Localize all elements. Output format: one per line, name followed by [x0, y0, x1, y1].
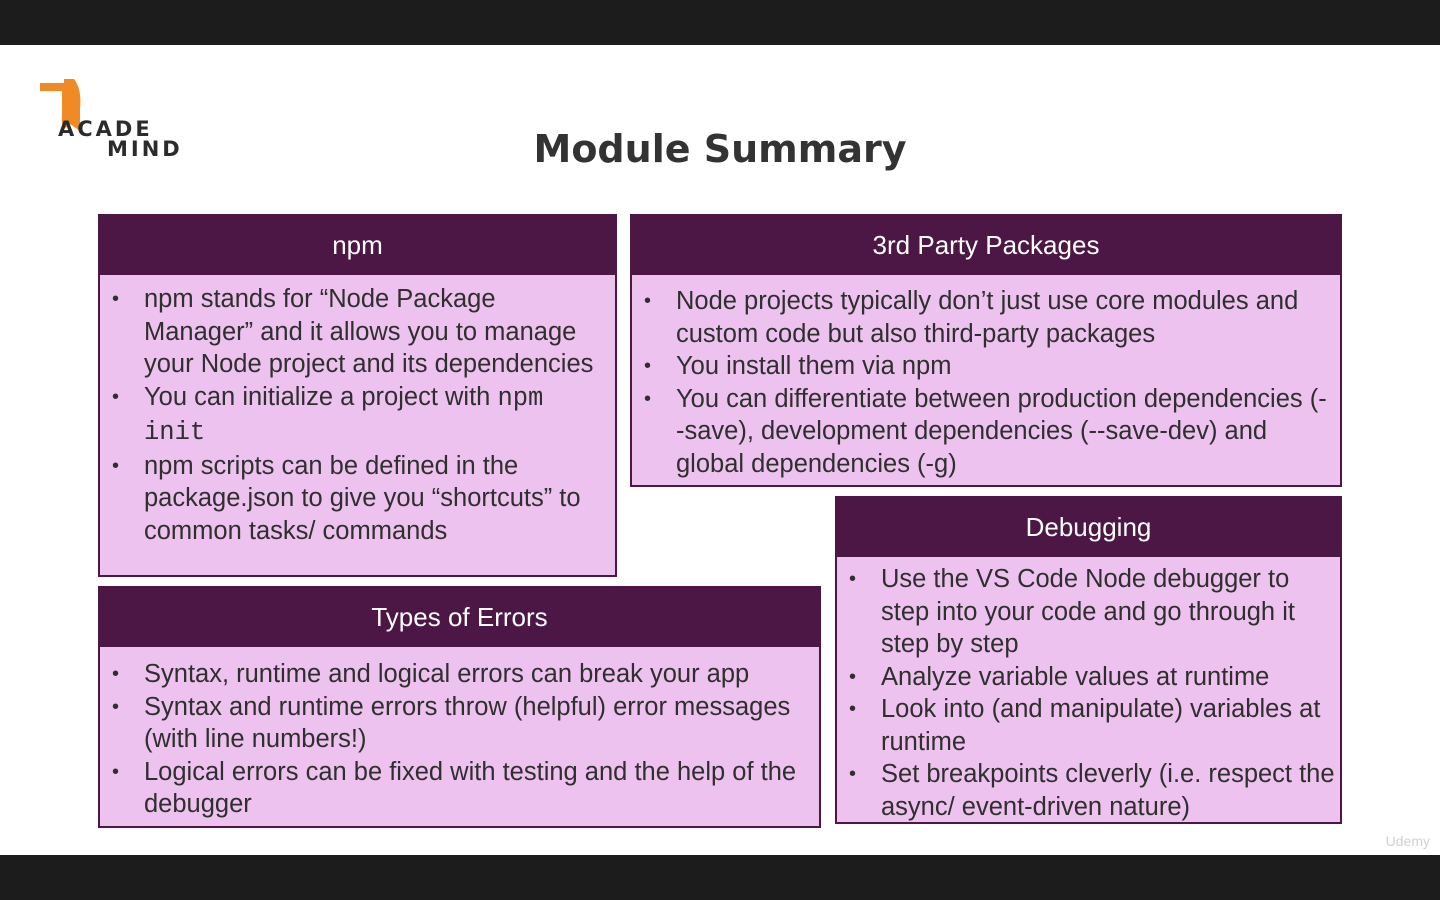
debugging-box: Debugging Use the VS Code Node debugger … — [835, 496, 1342, 824]
third-party-bullet-item: You install them via npm — [644, 350, 1332, 383]
third-party-bullet-item: Node projects typically don’t just use c… — [644, 285, 1332, 350]
npm-summary-box: npm npm stands for “Node Package Manager… — [98, 214, 617, 577]
debugging-bullet-item: Look into (and manipulate) variables at … — [849, 693, 1336, 758]
debugging-bullet-item: Set breakpoints cleverly (i.e. respect t… — [849, 758, 1336, 823]
logo-text-line2: MIND — [107, 137, 183, 161]
npm-init-code: npm init — [144, 383, 544, 448]
debugging-bullet-item: Analyze variable values at runtime — [849, 661, 1336, 694]
npm-bullet-list: npm stands for “Node Package Manager” an… — [100, 275, 615, 547]
npm-bullet-item: npm scripts can be defined in the packag… — [112, 450, 607, 548]
debugging-bullet-item: Use the VS Code Node debugger to step in… — [849, 563, 1336, 661]
types-of-errors-box: Types of Errors Syntax, runtime and logi… — [98, 586, 821, 828]
errors-bullet-item: Syntax and runtime errors throw (helpful… — [112, 691, 811, 756]
npm-box-header: npm — [100, 216, 615, 275]
logo-flag-icon — [40, 79, 81, 131]
slide-title: Module Summary — [533, 127, 907, 171]
third-party-box-header: 3rd Party Packages — [632, 216, 1340, 275]
errors-bullet-item: Syntax, runtime and logical errors can b… — [112, 658, 811, 691]
udemy-watermark: Udemy — [1385, 833, 1430, 849]
logo-text-line1: ACADE — [58, 117, 153, 141]
errors-bullet-list: Syntax, runtime and logical errors can b… — [100, 647, 819, 821]
debugging-box-header: Debugging — [837, 498, 1340, 557]
npm-bullet-text: You can initialize a project with — [144, 382, 498, 411]
debugging-bullet-list: Use the VS Code Node debugger to step in… — [837, 557, 1340, 823]
npm-bullet-item: You can initialize a project with npm in… — [112, 381, 607, 450]
third-party-packages-box: 3rd Party Packages Node projects typical… — [630, 214, 1342, 487]
slide: ACADE MIND Module Summary npm npm stands… — [0, 45, 1440, 855]
npm-bullet-item: npm stands for “Node Package Manager” an… — [112, 283, 607, 381]
third-party-bullet-item: You can differentiate between production… — [644, 383, 1332, 481]
third-party-bullet-list: Node projects typically don’t just use c… — [632, 275, 1340, 480]
errors-bullet-item: Logical errors can be fixed with testing… — [112, 756, 811, 821]
video-letterbox-bottom — [0, 855, 1440, 900]
video-letterbox-top — [0, 0, 1440, 45]
errors-box-header: Types of Errors — [100, 588, 819, 647]
academind-logo: ACADE MIND — [40, 79, 200, 169]
